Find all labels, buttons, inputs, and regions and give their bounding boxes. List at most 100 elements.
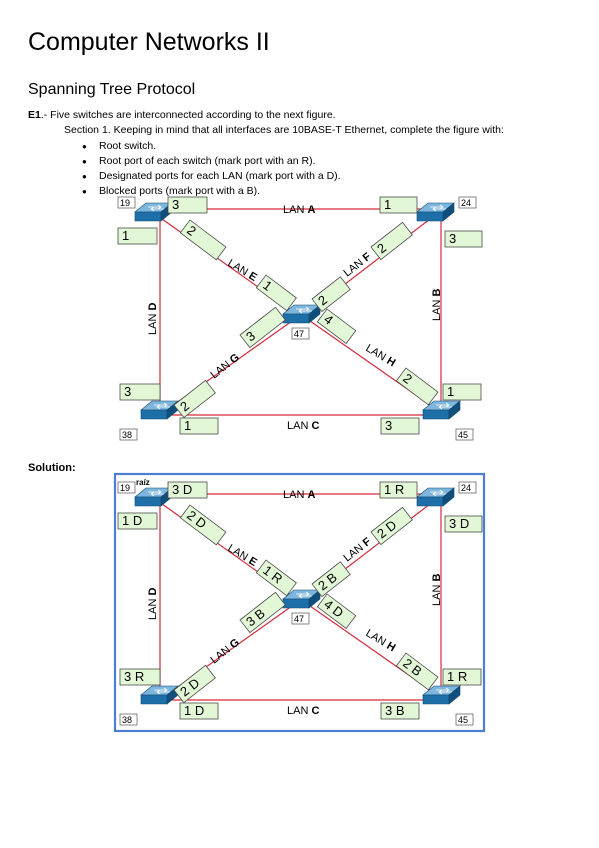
port-box-sw47-lan-h: 4 D [316,593,357,630]
port-box-sw45-lan-c: 3 B [380,702,420,720]
lan-a-label: LAN A [283,204,315,216]
port-box-sw47-lan-g: 3 B [239,591,286,634]
lan-d-label: LAN D [147,588,159,620]
port-box-sw47-lan-e: 1 [255,274,297,312]
port-box-sw45-lan-b: 1 R [442,668,482,686]
lan-d-label: LAN D [147,303,159,335]
port-label: 3 [449,231,456,246]
root-switch-label: raíz [136,478,150,487]
switch-24-icon [416,202,455,222]
switch-id: 47 [294,614,304,624]
lan-b-label: LAN B [431,574,443,606]
switch-id-38: 38 [119,428,138,441]
port-label: 1 R [447,669,467,684]
switch-id: 24 [461,483,471,493]
switch-id: 38 [122,715,132,725]
port-box-sw47-lan-f: 2 B [311,561,351,598]
port-box-sw19-lan-a: 3 D [167,481,208,499]
port-box-sw24-lan-f: 2 D [370,506,413,546]
port-box-sw19-lan-d: 1 D [117,512,158,530]
port-label: 1 [122,228,129,243]
task-list: Root switch. Root port of each switch (m… [82,139,341,199]
switch-19-icon [134,487,173,507]
port-box-sw24-lan-f: 2 [370,221,413,261]
exercise-statement: E1.- Five switches are interconnected ac… [28,109,336,121]
port-label: 3 [124,384,131,399]
port-box-sw24-lan-b: 3 [444,230,483,248]
switch-id: 45 [458,430,468,440]
port-box-sw47-lan-f: 2 [311,276,351,313]
lan-a-label: LAN A [283,489,315,501]
exercise-text: .- Five switches are interconnected acco… [40,109,336,121]
switch-45-icon [422,400,461,420]
port-box-sw47-lan-g: 3 [239,306,286,349]
switch-id-45: 45 [455,428,474,441]
port-label: 3 [172,197,179,212]
port-label: 1 [447,384,454,399]
port-box-sw38-lan-d: 3 [119,383,161,401]
switch-24-icon [416,487,455,507]
switch-id: 45 [458,715,468,725]
port-box-sw38-lan-c: 1 [179,417,219,435]
solution-frame [113,472,486,733]
port-box-sw47-lan-h: 4 [316,308,357,345]
switch-id-47: 47 [291,612,310,625]
solution-label: Solution: [28,462,76,474]
lan-h-label: LAN H [363,627,397,654]
port-label: 3 D [172,482,192,497]
switch-id: 19 [120,483,130,493]
switch-45-icon [422,685,461,705]
port-box-sw24-lan-a: 1 [379,196,418,214]
port-box-sw38-lan-g: 2 D [173,664,216,704]
task-item: Blocked ports (mark port with a B). [82,184,341,199]
switch-id-45: 45 [455,713,474,726]
switch-id-24: 24 [458,481,477,494]
switch-id: 38 [122,430,132,440]
port-label: 1 [384,197,391,212]
switch-38-icon [140,685,179,705]
switch-id-47: 47 [291,327,310,340]
port-box-sw45-lan-b: 1 [442,383,482,401]
section-instructions: Section 1. Keeping in mind that all inte… [64,124,504,136]
port-label: 1 R [384,482,404,497]
lan-c-label: LAN C [287,705,319,717]
port-box-sw24-lan-a: 1 R [379,481,418,499]
port-box-sw19-lan-e: 2 D [179,504,227,546]
switch-id-24: 24 [458,196,477,209]
switch-id-19: 19 [117,481,136,494]
task-item: Root switch. [82,139,341,154]
port-box-sw38-lan-g: 2 [173,379,216,419]
port-box-sw45-lan-h: 2 [395,367,439,406]
port-box-sw45-lan-h: 2 B [395,652,439,691]
port-box-sw47-lan-e: 1 R [255,559,297,597]
lan-c-label: LAN C [287,420,319,432]
lan-b-label: LAN B [431,289,443,321]
switch-id: 47 [294,329,304,339]
port-box-sw45-lan-c: 3 [380,417,420,435]
port-box-sw38-lan-c: 1 D [179,702,219,720]
switch-id: 19 [120,198,130,208]
lan-e-label: LAN E [225,542,258,569]
port-box-sw19-lan-a: 3 [167,196,208,214]
page-title: Computer Networks II [28,28,270,56]
section-heading: Spanning Tree Protocol [28,81,196,98]
lan-g-label: LAN G [208,637,241,667]
port-label: 3 B [385,703,405,718]
port-box-sw19-lan-e: 2 [179,219,227,261]
port-label: 3 D [449,516,469,531]
port-box-sw24-lan-b: 3 D [444,515,483,533]
port-box-sw38-lan-d: 3 R [119,668,161,686]
port-label: 3 R [124,669,144,684]
switch-id-38: 38 [119,713,138,726]
port-label: 1 [184,418,191,433]
exercise-id: E1 [28,109,41,121]
switch-id: 24 [461,198,471,208]
task-item: Designated ports for each LAN (mark port… [82,169,341,184]
switch-id-19: 19 [117,196,136,209]
port-label: 1 D [184,703,204,718]
port-label: 1 D [122,513,142,528]
